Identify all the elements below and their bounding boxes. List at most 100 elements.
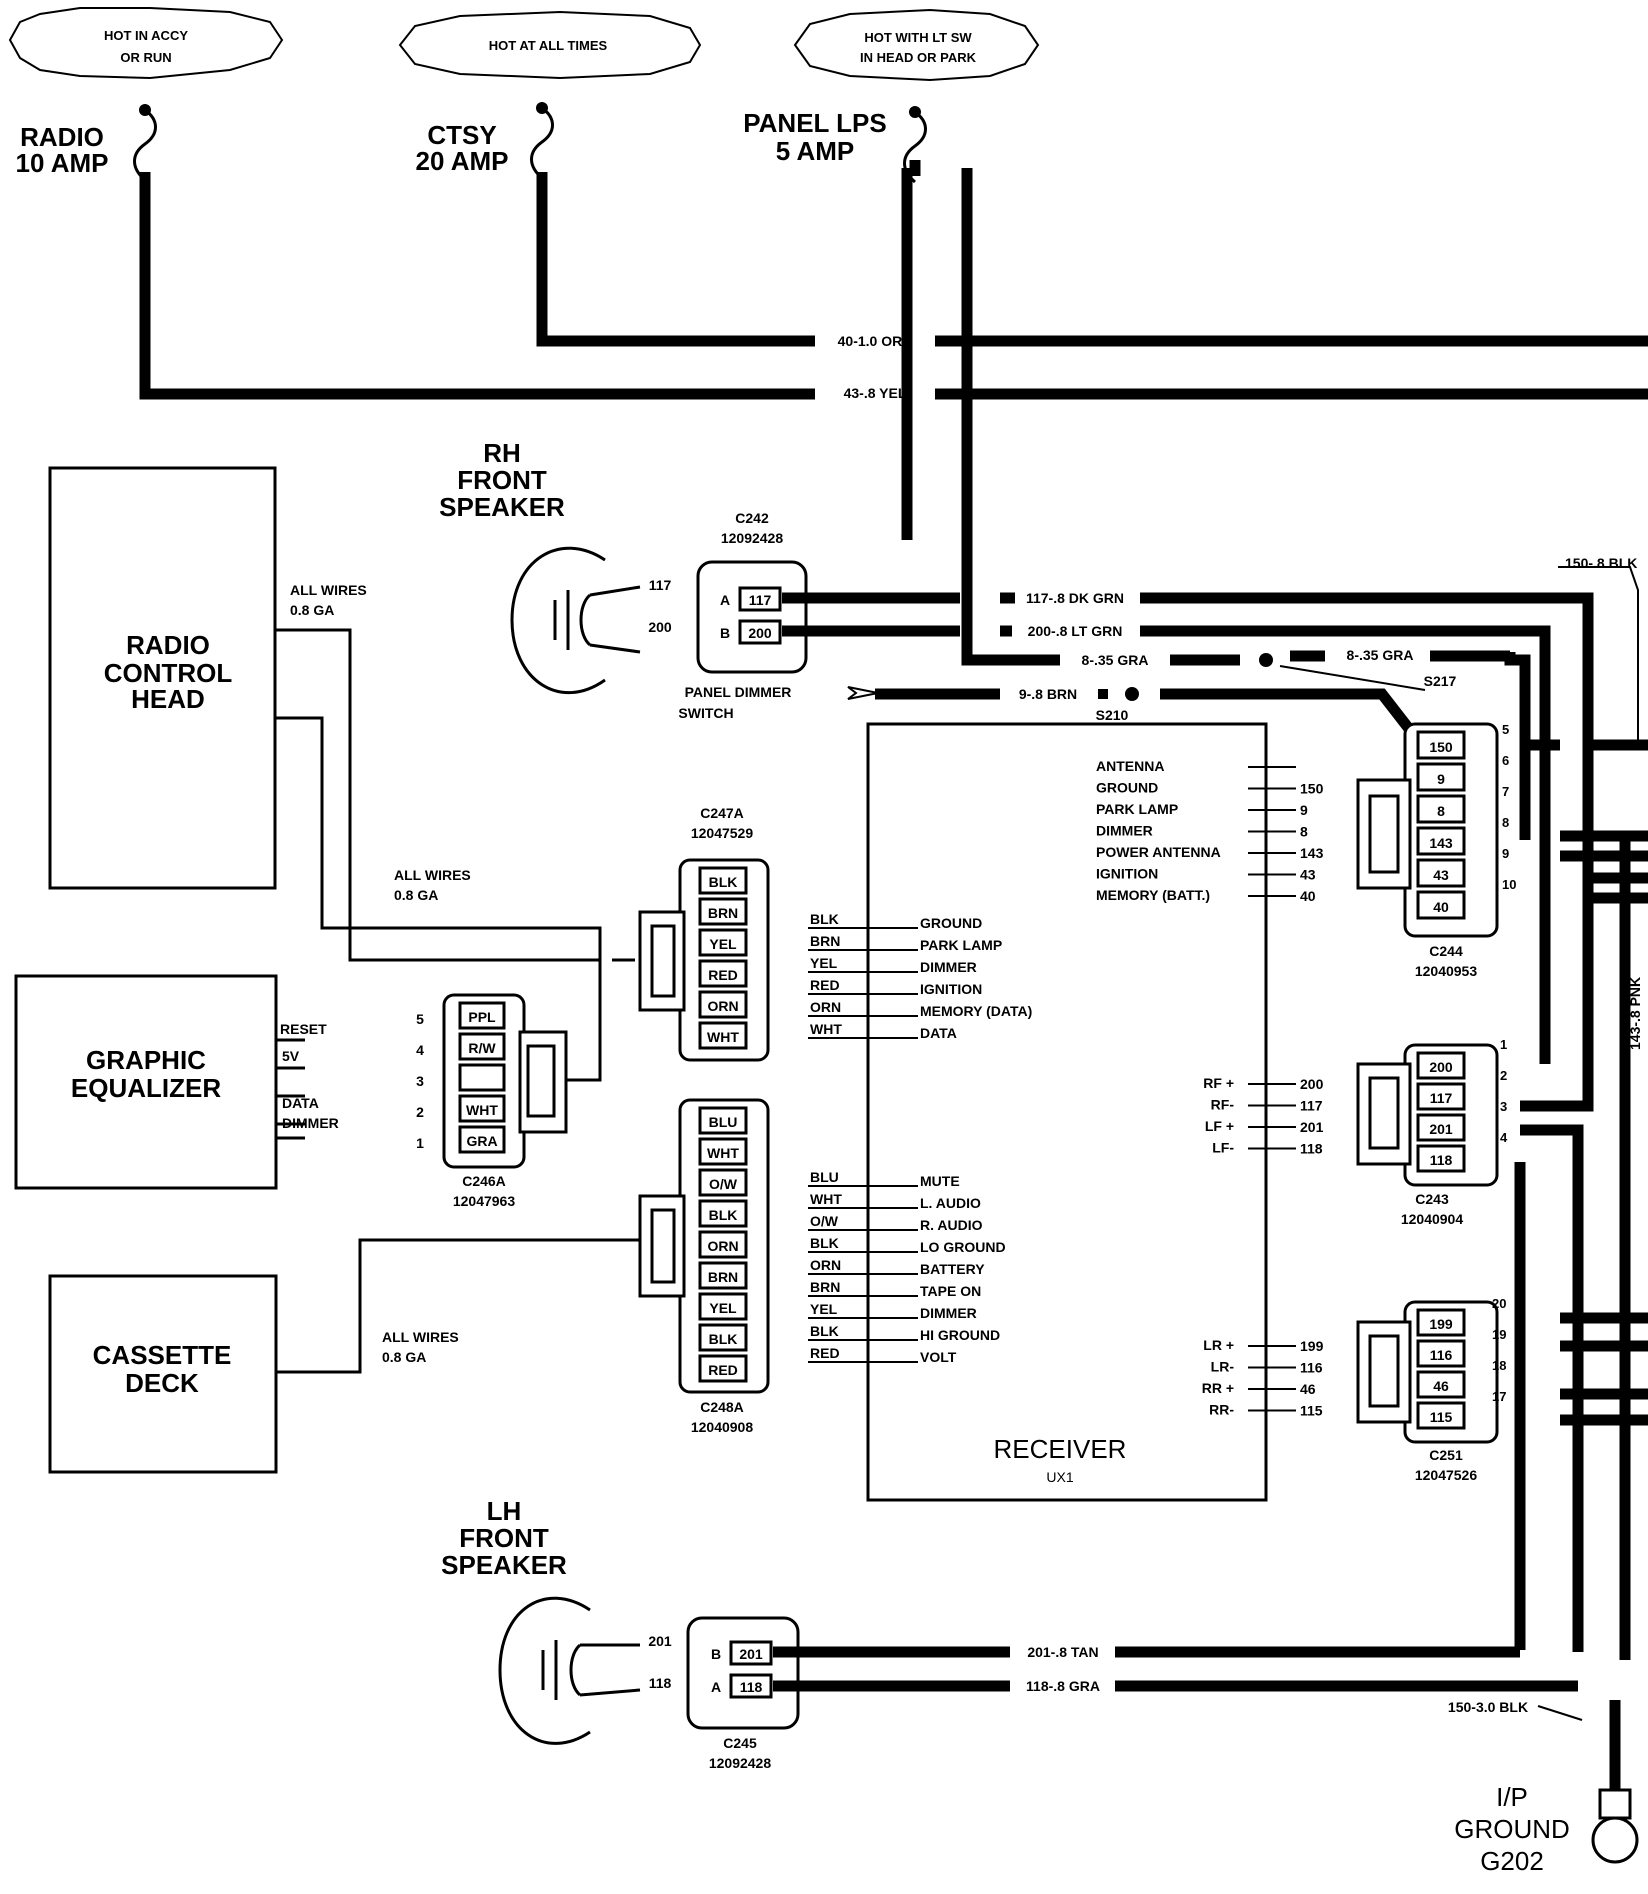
receiver-left-a-function: PARK LAMP — [920, 937, 1002, 953]
allwires-3-line1: ALL WIRES — [382, 1329, 459, 1345]
receiver-left-b-function: LO GROUND — [920, 1239, 1006, 1255]
receiver-left-a-color: BLK — [810, 911, 839, 927]
cassette-deck: CASSETTE DECK — [48, 1274, 278, 1474]
c248a-pin — [698, 1106, 748, 1135]
banner-ctsy-line1: HOT AT ALL TIMES — [489, 38, 608, 53]
wire-43-label: 43-.8 YEL — [844, 385, 907, 401]
c247a-pin — [698, 866, 748, 895]
cassette-line1: CASSETTE — [93, 1340, 232, 1370]
c251-cavity-number: 19 — [1492, 1327, 1506, 1342]
receiver-left-b-function: TAPE ON — [920, 1283, 981, 1299]
ground-symbol-icon — [1591, 1816, 1639, 1864]
allwires-3-line2: 0.8 GA — [382, 1349, 426, 1365]
lh-speaker-line2: FRONT — [459, 1523, 549, 1553]
allwires-2-line2: 0.8 GA — [394, 887, 438, 903]
equalizer-line2: EQUALIZER — [71, 1073, 221, 1103]
panel-dimmer-line1: PANEL DIMMER — [685, 684, 792, 700]
c246a-pin-number: 5 — [416, 1011, 424, 1027]
wire-9-label: 9-.8 BRN — [1019, 686, 1077, 702]
receiver-right-bot-number: 199 — [1300, 1338, 1324, 1354]
receiver-right-top-number: 143 — [1300, 845, 1324, 861]
receiver-box — [866, 722, 1268, 1502]
c242-pin-b-cav: 200 — [748, 625, 772, 641]
c248a-name: C248A — [700, 1399, 744, 1415]
receiver-left-b-function: MUTE — [920, 1173, 960, 1189]
equalizer-line1: GRAPHIC — [86, 1045, 206, 1075]
receiver-name: RECEIVER — [994, 1434, 1127, 1464]
c247a-latch — [638, 910, 686, 1012]
c244-pin-label: 9 — [1437, 771, 1445, 787]
receiver-right-mid-number: 117 — [1300, 1098, 1323, 1114]
equalizer-box — [14, 974, 278, 1190]
wire-117-label: 117-.8 DK GRN — [1026, 590, 1124, 606]
c248a-latch — [638, 1194, 686, 1298]
banner-panel-line2: IN HEAD OR PARK — [860, 50, 977, 65]
fuse-panel-rating: 5 AMP — [776, 136, 855, 166]
c251-pin — [1416, 1308, 1466, 1337]
c244-pin — [1416, 890, 1466, 920]
c243-name: C243 — [1415, 1191, 1449, 1207]
c243-pin-label: 118 — [1430, 1152, 1453, 1168]
receiver-right-bot-function: LR + — [1203, 1337, 1234, 1353]
connector-c245: B 201 A 118 C245 12092428 — [686, 1616, 800, 1771]
c244-pin — [1416, 794, 1466, 824]
splice-s210-dot — [1125, 687, 1139, 701]
allwires-1-line1: ALL WIRES — [290, 582, 367, 598]
c248a-pin — [698, 1261, 748, 1290]
lh-front-speaker: LH FRONT SPEAKER 201 118 — [441, 1496, 672, 1745]
wire-8a-label: 8-.35 GRA — [1082, 652, 1149, 668]
c248a-pin-label: O/W — [709, 1176, 738, 1192]
receiver-left-a-color: BRN — [810, 933, 840, 949]
c246a-pin-number: 2 — [416, 1104, 424, 1120]
radio-head-line3: HEAD — [131, 684, 205, 714]
c243-cavity-number: 2 — [1500, 1068, 1507, 1083]
c248a-pin — [698, 1292, 748, 1321]
c247a-pin-label: WHT — [707, 1029, 739, 1045]
eq-pin-reset: RESET — [280, 1021, 327, 1037]
allwires-2-line1: ALL WIRES — [394, 867, 471, 883]
banner-ctsy — [398, 10, 702, 80]
receiver-left-a-color: WHT — [810, 1021, 842, 1037]
c243-pin — [1416, 1144, 1466, 1173]
receiver-left-b-function: R. AUDIO — [920, 1217, 983, 1233]
c251-name: C251 — [1429, 1447, 1463, 1463]
cassette-to-c248a-wire — [276, 1238, 640, 1374]
c251-pin — [1416, 1339, 1466, 1368]
c246a-pin-number: 1 — [416, 1135, 424, 1151]
ground-line3: G202 — [1480, 1846, 1544, 1876]
c247a-pin-label: RED — [708, 967, 738, 983]
ground-line1: I/P — [1496, 1782, 1528, 1812]
fuse-radio-name: RADIO — [20, 122, 104, 152]
receiver-left-b-color: O/W — [810, 1213, 839, 1229]
c242-body — [696, 560, 808, 674]
receiver-left-b-function: L. AUDIO — [920, 1195, 981, 1211]
eq-pin-dimmer: DIMMER — [282, 1115, 339, 1131]
head-to-c247a-wire — [275, 716, 602, 960]
receiver-right-mid-number: 200 — [1300, 1076, 1324, 1092]
c248a-pin-label: ORN — [707, 1238, 738, 1254]
c251-pin-label: 115 — [1430, 1409, 1453, 1425]
receiver-right-top-number: 8 — [1300, 824, 1308, 840]
wire-40-label: 40-1.0 ORN — [838, 333, 913, 349]
c248a-pin-label: BLK — [709, 1331, 738, 1347]
receiver-right-top-function: GROUND — [1096, 780, 1158, 796]
receiver-left-b-color: RED — [810, 1345, 840, 1361]
c248a-pin-label: BLU — [709, 1114, 738, 1130]
receiver-left-a-color: ORN — [810, 999, 841, 1015]
banner-radio-line2: OR RUN — [120, 50, 171, 65]
rh-speaker-line1: RH — [483, 438, 521, 468]
c246a-pin-label: WHT — [466, 1102, 498, 1118]
c251-latch — [1356, 1320, 1412, 1424]
fuse-ctsy-name: CTSY — [427, 120, 496, 150]
receiver-right-bot-number: 115 — [1300, 1403, 1323, 1419]
c242-pin-b-letter: B — [720, 625, 730, 641]
allwires-1-line2: 0.8 GA — [290, 602, 334, 618]
c242-name: C242 — [735, 510, 769, 526]
receiver-left-b-color: BRN — [810, 1279, 840, 1295]
fuse-panel: HOT WITH LT SW IN HEAD OR PARK PANEL LPS… — [743, 8, 1040, 184]
